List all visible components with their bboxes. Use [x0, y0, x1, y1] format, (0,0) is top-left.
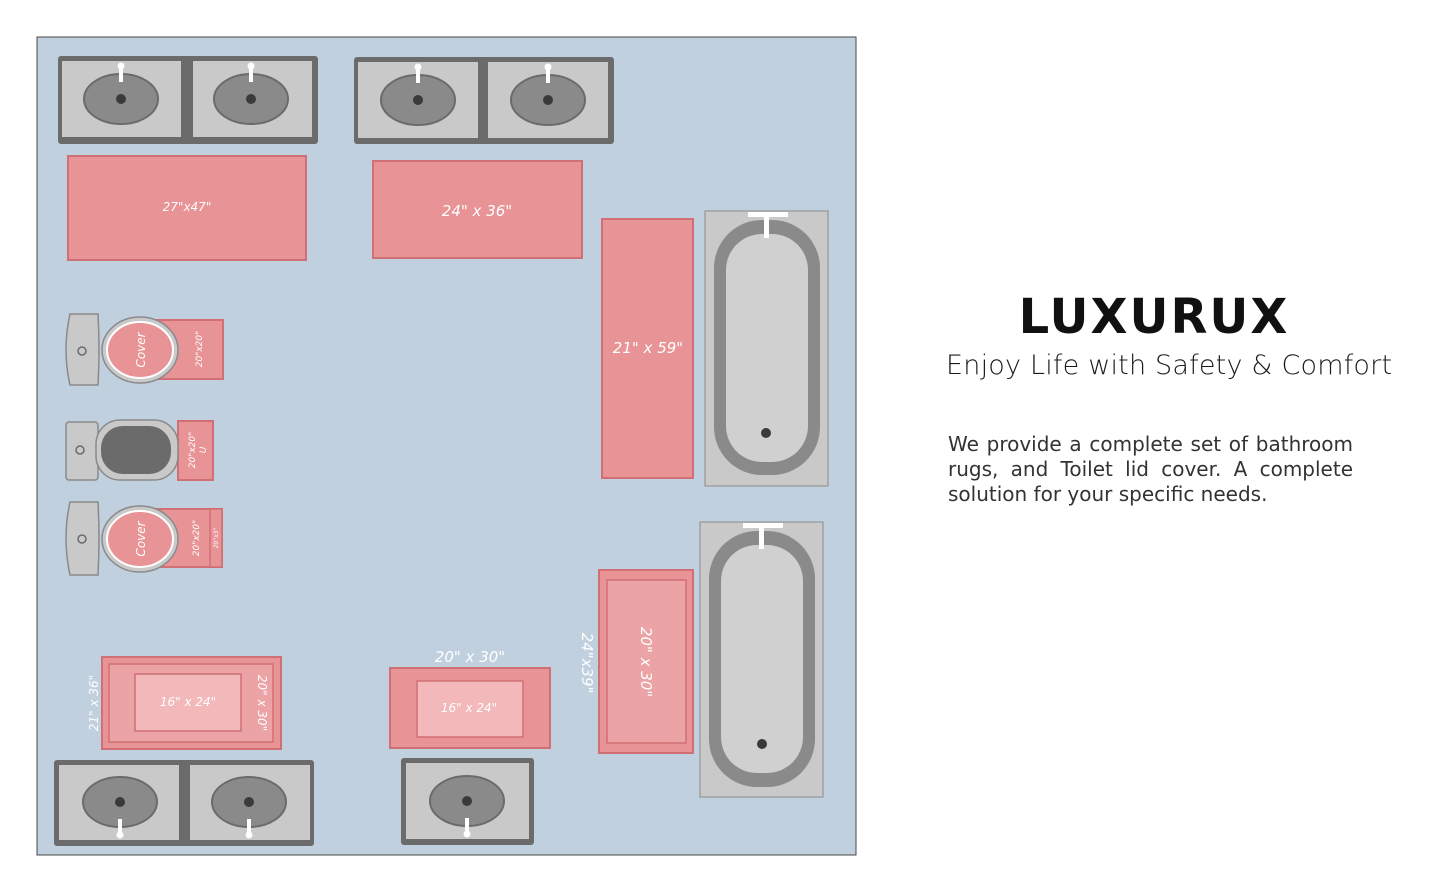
lid-cover-label: Cover	[134, 520, 148, 556]
set-20x30-top-label: 20" x 30"	[435, 648, 505, 666]
rug-set-bottom-left: 16" x 24" 20" x 30" 21" x 36"	[87, 656, 282, 750]
product-description: We provide a complete set of bathroom ru…	[948, 432, 1353, 506]
sink-basin	[380, 63, 456, 126]
runner-21x59	[601, 218, 694, 479]
set-16x24-label: 16" x 24"	[441, 701, 497, 715]
toilet-lid-cover	[106, 321, 174, 379]
sink-basin	[82, 776, 158, 839]
toilet-1: 20"x20" Cover	[65, 313, 224, 386]
bathtub-bottom	[699, 521, 824, 798]
brand-logo: LUXURUX	[1019, 289, 1290, 344]
sink-basin	[429, 775, 505, 838]
set-16x24-label: 16" x 24"	[160, 695, 216, 709]
sink-basin	[83, 62, 159, 125]
vanity-top-left	[58, 56, 318, 144]
vanity-bottom-center	[401, 758, 534, 845]
contour-rug-label: 20"x20"	[195, 331, 205, 368]
sink-basin	[213, 62, 289, 125]
rug-24x36	[372, 160, 583, 259]
toilet-2: 20"x20" U	[65, 419, 214, 481]
set-21x36-label: 21" x 36"	[87, 675, 101, 731]
rug-27x47	[67, 155, 307, 261]
contour-rug-label: 20"x20"	[192, 520, 202, 557]
contour-small-label: 20"x3"	[213, 528, 220, 549]
contour-rug-u-mark: U	[199, 446, 209, 453]
runner-21x59-label: 21" x 59"	[613, 339, 683, 357]
rug-set-bottom-center: 20" x 30" 16" x 24"	[389, 648, 551, 749]
rug-24x36-label: 24" x 36"	[442, 202, 512, 220]
bathroom-floor-plan: 27"x47" 24" x 36" 21" x 59" 20"x20" Cove…	[36, 36, 857, 856]
toilet-seat-open	[101, 426, 171, 474]
sink-basin	[510, 63, 586, 126]
rug-27x47-label: 27"x47"	[163, 200, 212, 214]
contour-rug-label: 20"x20"	[188, 432, 198, 469]
toilet-lid-cover	[106, 510, 174, 568]
brand-logo-text: LUXURUX	[1019, 289, 1290, 344]
sink-basin	[211, 776, 287, 839]
bathtub-top	[704, 210, 829, 487]
vanity-bottom-left	[54, 760, 314, 846]
brand-tagline: Enjoy Life with Safety & Comfort	[946, 350, 1393, 381]
set-20x30-side-label: 20" x 30"	[255, 675, 269, 731]
set-24x39-label: 24"x39"	[578, 633, 596, 694]
vanity-top-center	[354, 57, 614, 144]
rug-set-bath: 20" x 30" 24"x39"	[578, 569, 694, 754]
set-20x30-vert-label: 20" x 30"	[637, 627, 655, 697]
lid-cover-label: Cover	[134, 331, 148, 367]
toilet-3: 20"x20" 20"x3" Cover	[65, 501, 223, 576]
